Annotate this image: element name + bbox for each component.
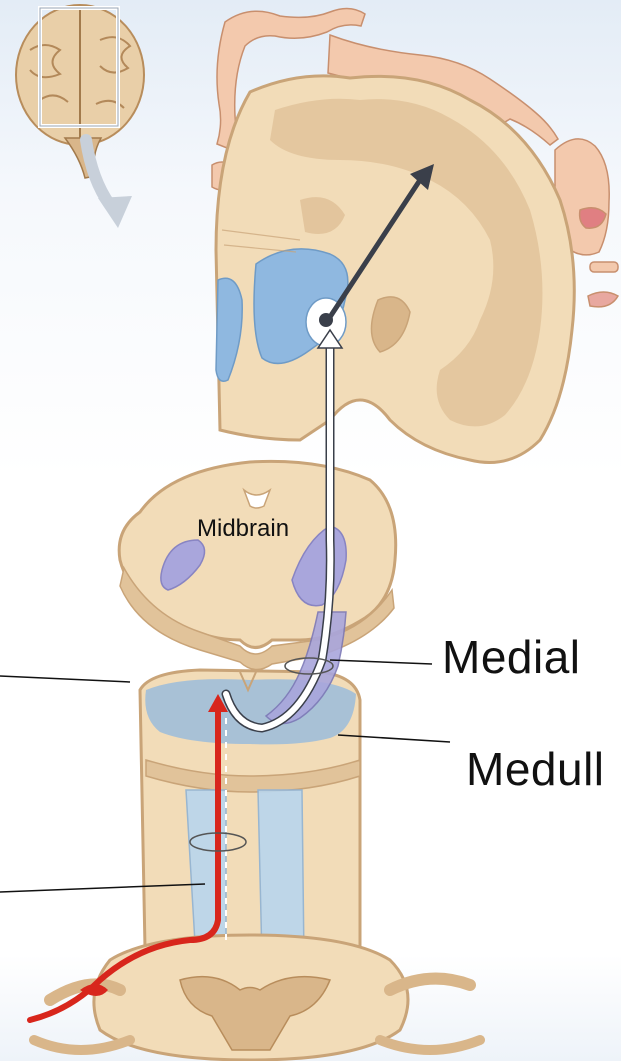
leader-line-medial: [330, 660, 432, 664]
spinal-cord-section: [34, 935, 480, 1060]
medial-lemniscus-label: Medial: [442, 630, 581, 684]
thalamus-relay-dot: [319, 313, 333, 327]
brain-thumbnail-icon: [16, 5, 144, 178]
midbrain-section: [119, 461, 396, 669]
medulla-label: Medull: [466, 742, 605, 796]
midbrain-label: Midbrain: [197, 515, 289, 543]
cerebrum-section: [216, 76, 574, 463]
zoom-arrow-icon: [86, 140, 132, 228]
leader-line-left-upper: [0, 676, 130, 682]
